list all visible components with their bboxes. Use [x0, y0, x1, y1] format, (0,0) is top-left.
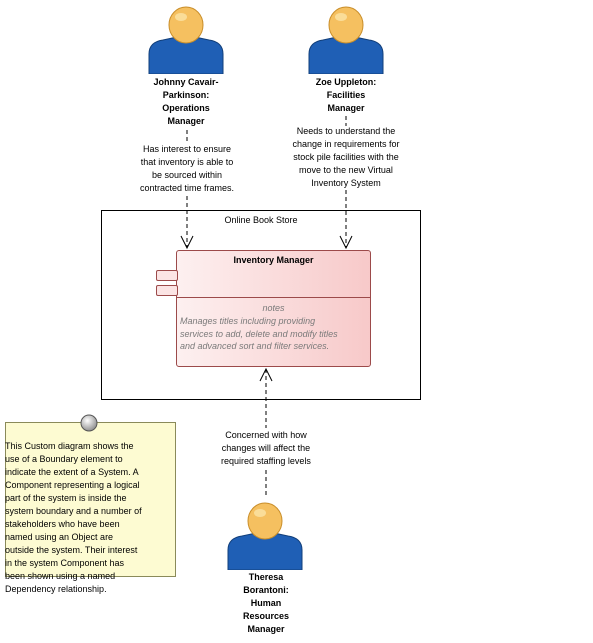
- dependency-label-line: move to the new Virtual: [299, 165, 393, 175]
- dependency-johnny-label: Has interest to ensure that inventory is…: [112, 143, 262, 195]
- component-notes-line: Manages titles including providing: [180, 316, 316, 326]
- component-notes-line: and advanced sort and filter services.: [180, 341, 330, 351]
- component-port-icon: [156, 270, 178, 281]
- dependency-theresa-label: Concerned with how changes will affect t…: [196, 429, 336, 468]
- note-line: system boundary and a number of: [5, 506, 142, 516]
- note-line: in the system Component has: [5, 558, 125, 568]
- actor-zoe-name-line: Zoe Uppleton:: [315, 77, 377, 87]
- actor-theresa-name-line: Theresa: [248, 572, 284, 582]
- actor-theresa-name[interactable]: Theresa Borantoni: Human Resources Manag…: [216, 571, 316, 636]
- actor-johnny-name-line: Parkinson:: [162, 90, 210, 100]
- actor-johnny-name-line: Johnny Cavair-: [153, 77, 219, 87]
- actor-theresa-name-line: Borantoni:: [243, 585, 289, 595]
- actor-johnny-name-line: Operations: [162, 103, 210, 113]
- component-port-icon: [156, 285, 178, 296]
- actor-johnny-name[interactable]: Johnny Cavair- Parkinson: Operations Man…: [136, 76, 236, 128]
- component-notes: Manages titles including providing servi…: [180, 315, 366, 353]
- note-pin-icon: [80, 414, 98, 432]
- dependency-zoe-arrowhead: [339, 235, 353, 250]
- note-line: named using an Object are: [5, 532, 114, 542]
- dependency-label-line: contracted time frames.: [139, 183, 235, 193]
- component-divider: [177, 297, 370, 298]
- dependency-label-line: that inventory is able to: [140, 157, 234, 167]
- note-line: Component representing a logical: [5, 480, 140, 490]
- note-line: been shown using a named: [5, 571, 116, 581]
- inventory-manager-component[interactable]: Inventory Manager notes Manages titles i…: [176, 250, 371, 367]
- dependency-label-line: be sourced within: [151, 170, 223, 180]
- dependency-label-line: Needs to understand the: [296, 126, 396, 136]
- dependency-label-line: change in requirements for: [292, 139, 400, 149]
- actor-theresa-icon[interactable]: [224, 500, 306, 570]
- note-line: outside the system. Their interest: [5, 545, 138, 555]
- component-notes-heading: notes: [262, 303, 285, 313]
- note-line: This Custom diagram shows the: [5, 441, 134, 451]
- dependency-label-line: Concerned with how: [225, 430, 307, 440]
- dependency-label-line: Has interest to ensure: [142, 144, 232, 154]
- dependency-label-line: changes will affect the: [221, 443, 311, 453]
- actor-theresa-name-line: Human: [250, 598, 282, 608]
- note-line: stakeholders who have been: [5, 519, 120, 529]
- dependency-zoe-label: Needs to understand the change in requir…: [268, 125, 424, 190]
- dependency-theresa-arrowhead: [259, 367, 273, 382]
- dependency-label-line: required staffing levels: [221, 456, 311, 466]
- note-line: part of the system is inside the: [5, 493, 127, 503]
- actor-zoe-name-line: Facilities: [326, 90, 366, 100]
- component-title: Inventory Manager: [233, 255, 314, 265]
- actor-johnny-name-line: Manager: [167, 116, 205, 126]
- boundary-title: Online Book Store: [224, 215, 298, 225]
- actor-zoe-icon[interactable]: [305, 4, 387, 74]
- actor-zoe-name[interactable]: Zoe Uppleton: Facilities Manager: [296, 76, 396, 115]
- actor-theresa-name-line: Resources: [242, 611, 290, 621]
- actor-johnny-icon[interactable]: [145, 4, 227, 74]
- note-line: indicate the extent of a System. A: [5, 467, 139, 477]
- note-text: This Custom diagram shows the use of a B…: [5, 440, 173, 596]
- diagram-note[interactable]: [5, 422, 176, 577]
- actor-theresa-name-line: Manager: [247, 624, 285, 634]
- system-boundary[interactable]: Online Book Store: [101, 210, 421, 400]
- dependency-label-line: Inventory System: [311, 178, 381, 188]
- component-notes-line: services to add, delete and modify title…: [180, 328, 338, 339]
- dependency-johnny-arrowhead: [180, 235, 194, 250]
- note-line: Dependency relationship.: [5, 584, 107, 594]
- note-line: use of a Boundary element to: [5, 454, 123, 464]
- dependency-label-line: stock pile facilities with the: [293, 152, 399, 162]
- actor-zoe-name-line: Manager: [327, 103, 365, 113]
